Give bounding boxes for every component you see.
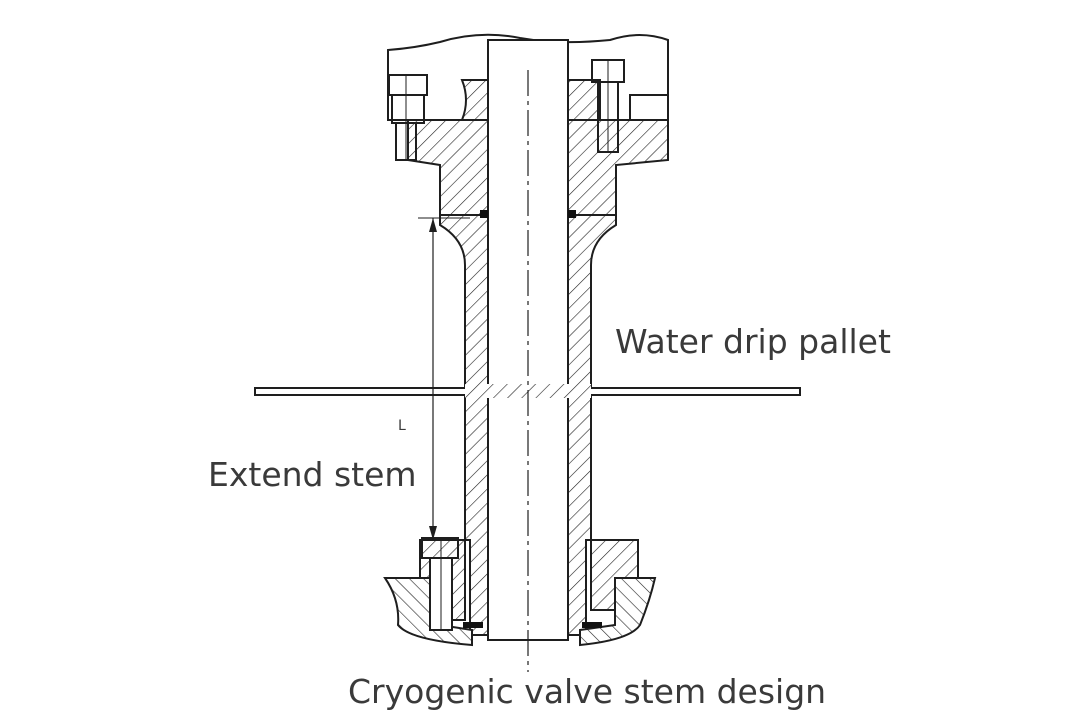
top-left-bolt xyxy=(388,74,428,161)
extension-wall-right xyxy=(567,214,617,636)
upper-block-right xyxy=(629,94,669,121)
bottom-bolt xyxy=(421,537,459,631)
top-body-outline xyxy=(387,33,669,121)
dimension-l-label: L xyxy=(398,418,406,434)
top-flange xyxy=(407,119,489,216)
water-drip-pallet-label: Water drip pallet xyxy=(615,322,891,361)
extend-stem-label: Extend stem xyxy=(208,455,417,494)
top-right-bolt xyxy=(591,59,625,153)
upper-gland-left xyxy=(460,79,489,121)
upper-gland-right xyxy=(567,79,601,121)
diagram-caption: Cryogenic valve stem design xyxy=(348,672,827,711)
bottom-body-right xyxy=(579,577,657,647)
stem xyxy=(487,39,569,641)
